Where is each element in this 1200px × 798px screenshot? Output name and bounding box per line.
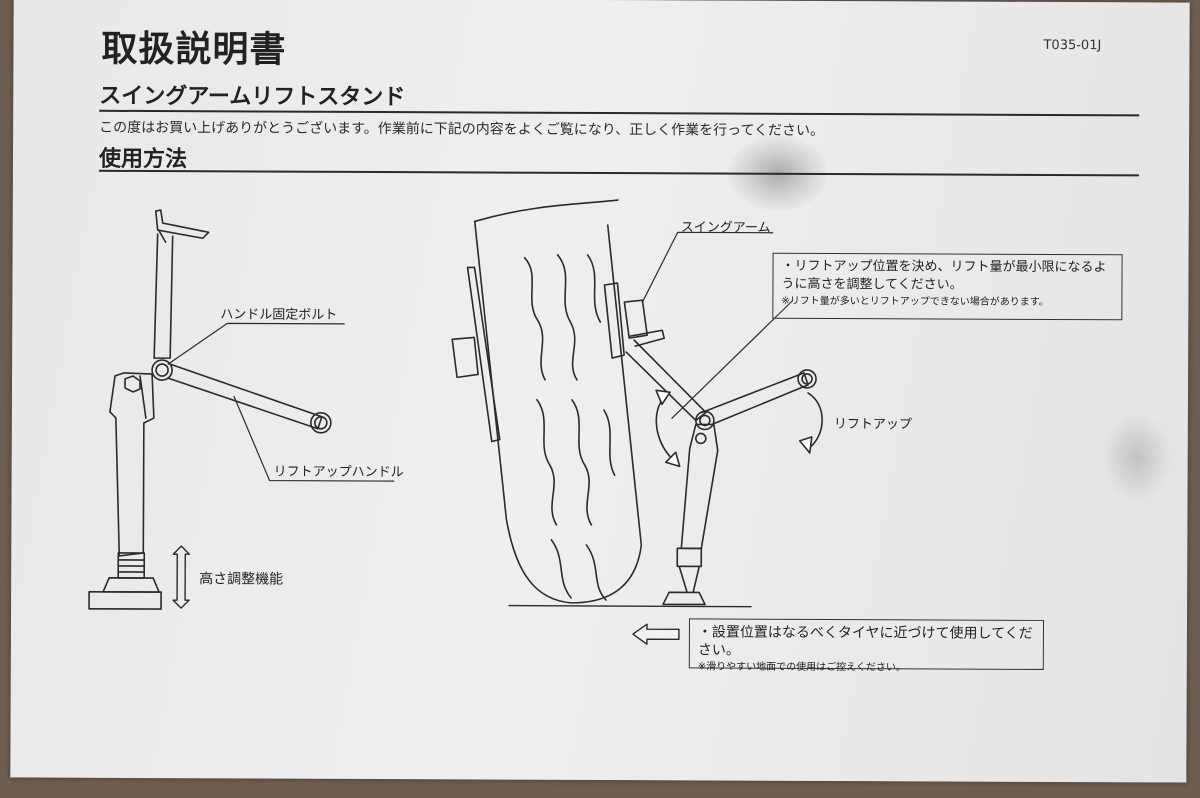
lift-note-box: ・リフトアップ位置を決め、リフト量が最小限になるように高さを調整してください。 …: [772, 252, 1123, 321]
lift-up-label: リフトアップ: [833, 417, 912, 433]
lift-handle-leader: [233, 395, 395, 482]
swing-arm-leader: [641, 231, 774, 303]
height-adjust-arrow: [172, 545, 190, 609]
placement-arrow: [632, 623, 680, 645]
placement-note-main: ・設置位置はなるべくタイヤに近づけて使用してください。: [697, 624, 1033, 659]
lift-note-sub: ※リフト量が多いとリフトアップできない場合があります。: [781, 295, 1049, 308]
illustration-canvas: [88, 199, 823, 645]
lift-stand-illustration: [623, 299, 817, 606]
lift-note-main: ・リフトアップ位置を決め、リフト量が最小限になるように高さを調整してください。: [781, 258, 1107, 293]
instruction-sheet: 取扱説明書 T035-01J スイングアームリフトスタンド この度はお買い上げあ…: [10, 0, 1190, 783]
height-adjust-label: 高さ調整機能: [199, 571, 284, 588]
placement-note-sub: ※滑りやすい地面での使用はご控えください。: [697, 661, 906, 674]
rotation-arrow-right: [798, 392, 823, 454]
lift-handle-label: リフトアップハンドル: [273, 464, 404, 481]
swing-arm-label: スイングアーム: [680, 220, 771, 236]
handle-bolt-label: ハンドル固定ボルト: [220, 307, 338, 323]
placement-note-box: ・設置位置はなるべくタイヤに近づけて使用してください。 ※滑りやすい地面での使用…: [688, 618, 1045, 673]
rotation-arrow-left: [655, 389, 681, 468]
lift-note-leader: [671, 300, 793, 419]
tire-illustration: [451, 199, 643, 604]
stand-illustration: [88, 209, 332, 610]
handle-bolt-leader: [167, 322, 345, 365]
ground-line: [508, 604, 752, 608]
